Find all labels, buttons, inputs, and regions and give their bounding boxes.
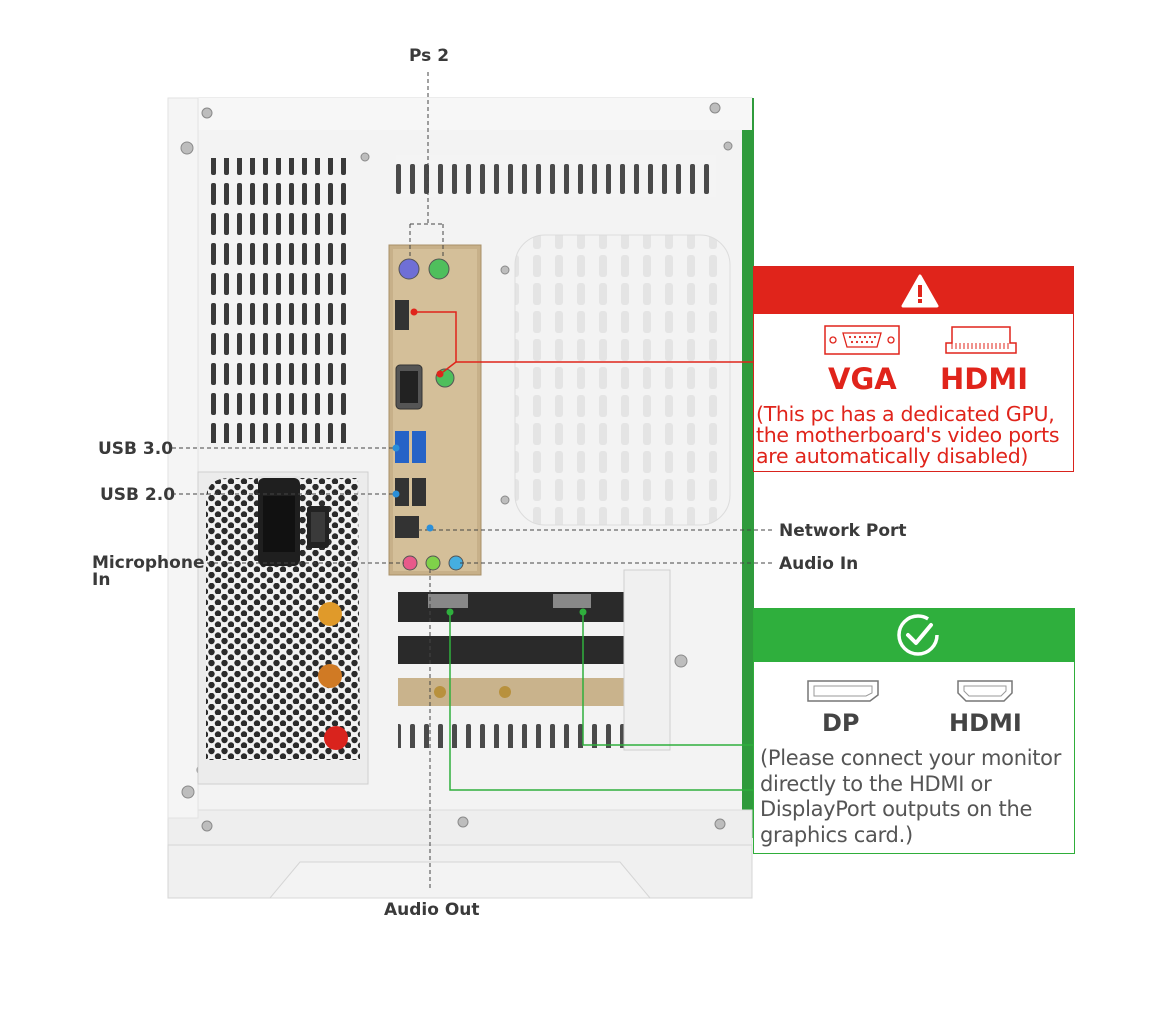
warning-triangle-icon [901, 274, 939, 308]
hdmi-motherboard-port-icon [945, 326, 1017, 354]
ok-connector [449, 612, 753, 791]
warning-header [754, 267, 1073, 314]
warning-port2-label: HDMI [940, 362, 1028, 396]
leader-dots [392, 444, 434, 532]
warning-note: (This pc has a dedicated GPU, the mother… [756, 402, 1060, 468]
top-vent [396, 155, 716, 197]
ok-box: DP HDMI (Please connect your monitor dir… [753, 608, 1075, 854]
label-microphone-line1: Microphone [92, 553, 205, 573]
ok-note: (Please connect your monitor directly to… [760, 746, 1062, 847]
warning-port1-label: VGA [828, 362, 897, 396]
label-network-port: Network Port [779, 521, 907, 541]
label-audio-out: Audio Out [384, 900, 480, 920]
label-usb2: USB 2.0 [100, 485, 176, 505]
check-circle-icon [897, 614, 939, 656]
warning-connector [414, 311, 753, 373]
label-audio-in: Audio In [779, 554, 859, 574]
psu [197, 471, 369, 785]
gpu-bracket [398, 569, 671, 751]
left-vent [210, 158, 350, 443]
hdmi-gpu-port-icon [957, 680, 1013, 702]
ok-header [754, 609, 1074, 662]
leader-lines [172, 72, 772, 890]
ok-port2-label: HDMI [949, 709, 1022, 737]
label-ps2: Ps 2 [409, 46, 450, 66]
io-shield [388, 244, 482, 576]
label-microphone-line2: In [92, 570, 111, 590]
warning-box: VGA HDMI (This pc has a dedicated GPU, t… [753, 266, 1074, 472]
vga-port-icon [824, 325, 900, 355]
displayport-icon [807, 680, 879, 702]
fan-vent [514, 234, 731, 526]
ok-port1-label: DP [822, 709, 860, 737]
label-usb3: USB 3.0 [98, 439, 174, 459]
